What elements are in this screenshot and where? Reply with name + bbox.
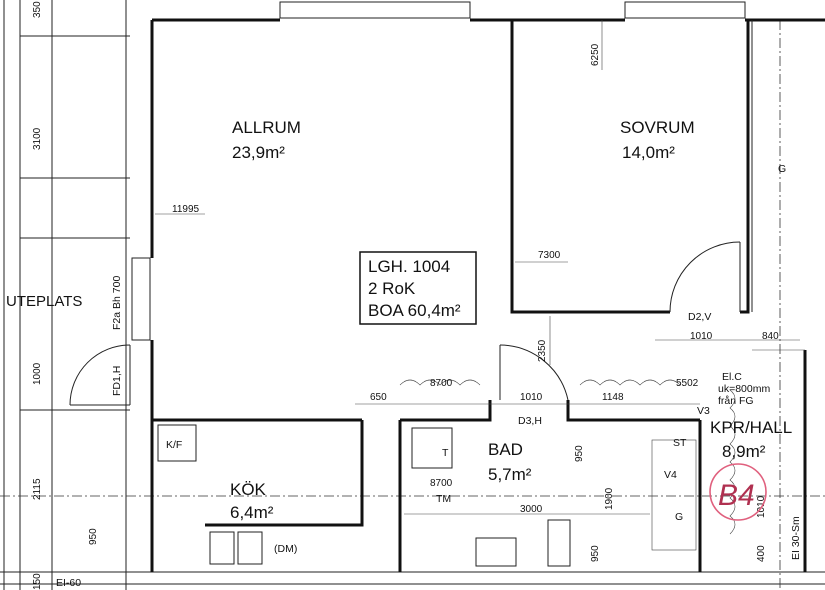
label-fd1h: FD1,H — [111, 366, 123, 396]
dim-350: 350 — [32, 1, 43, 18]
apartment-id: LGH. 1004 — [368, 257, 450, 276]
label-kf: K/F — [166, 439, 182, 451]
dim-6250: 6250 — [590, 43, 601, 66]
dim-2350: 2350 — [537, 339, 548, 362]
dim-150: 150 — [32, 573, 43, 590]
dim-2115: 2115 — [32, 478, 43, 500]
room-kpr-name: KPR/HALL — [710, 418, 792, 437]
dim-8700-b: 8700 — [430, 478, 453, 489]
stamp-mark: B4 — [709, 463, 767, 521]
dim-1900: 1900 — [604, 487, 615, 510]
room-kpr-area: 8,9m² — [722, 442, 766, 461]
label-t: T — [442, 447, 449, 459]
dim-1010-a: 1010 — [690, 331, 713, 342]
dim-8700-a: 8700 — [430, 378, 453, 389]
label-ei60: EI-60 — [56, 577, 81, 589]
label-v3: V3 — [697, 405, 710, 417]
walls — [69, 1, 825, 572]
label-elc-1: El.C — [722, 371, 742, 383]
dim-950-b: 950 — [590, 545, 601, 562]
stamp-text: B4 — [718, 479, 755, 512]
room-allrum-area: 23,9m² — [232, 143, 285, 162]
label-dm: (DM) — [274, 543, 297, 555]
window-left — [131, 257, 151, 341]
room-sovrum-name: SOVRUM — [620, 118, 695, 137]
label-elc-3: från FG — [718, 395, 754, 407]
dim-840: 840 — [762, 331, 779, 342]
dim-7300: 7300 — [538, 250, 561, 261]
label-ei30: EI 30-Sm — [790, 516, 802, 560]
label-tm: TM — [436, 493, 451, 505]
label-d2v: D2,V — [688, 311, 711, 323]
dim-400: 400 — [756, 545, 767, 562]
revision-cloud — [399, 379, 736, 535]
window-top-right — [624, 1, 746, 19]
label-elc-2: uk=800mm — [718, 383, 770, 395]
dim-1010-b: 1010 — [520, 392, 543, 403]
apartment-info-box: LGH. 1004 2 RoK BOA 60,4m² — [359, 251, 477, 325]
dim-3100: 3100 — [32, 127, 43, 150]
dim-950-c: 950 — [88, 528, 99, 545]
dim-3000: 3000 — [520, 504, 543, 515]
dim-1000: 1000 — [32, 362, 43, 385]
label-f2a: F2a Bh 700 — [111, 276, 123, 330]
room-kok-name: KÖK — [230, 480, 267, 499]
apartment-boa: BOA 60,4m² — [368, 301, 461, 320]
label-d3h: D3,H — [518, 415, 542, 427]
door-sovrum — [669, 241, 741, 313]
room-bad-name: BAD — [488, 440, 523, 459]
dim-11995: 11995 — [172, 204, 200, 215]
dim-950-a: 950 — [574, 445, 585, 462]
room-uteplats-name: UTEPLATS — [6, 293, 82, 310]
room-sovrum-area: 14,0m² — [622, 143, 675, 162]
label-g-1: G — [778, 163, 786, 175]
room-bad-area: 5,7m² — [488, 465, 532, 484]
label-st: ST — [673, 437, 687, 449]
dim-650: 650 — [370, 392, 387, 403]
room-kok-area: 6,4m² — [230, 503, 274, 522]
label-g-2: G — [675, 511, 683, 523]
dimension-labels: 6250 3100 11995 7300 2350 1010 840 8700 … — [32, 1, 779, 590]
label-v4: V4 — [664, 469, 677, 481]
apartment-type: 2 RoK — [368, 279, 416, 298]
door-bad — [499, 344, 569, 401]
door-uteplats — [69, 344, 131, 406]
dim-5502: 5502 — [676, 378, 699, 389]
window-top-left — [279, 1, 471, 19]
dim-1148: 1148 — [602, 392, 624, 403]
misc-labels: G G K/F D2,V D3,H V3 V4 ST T TM (DM) F2a… — [56, 163, 802, 589]
room-allrum-name: ALLRUM — [232, 118, 301, 137]
